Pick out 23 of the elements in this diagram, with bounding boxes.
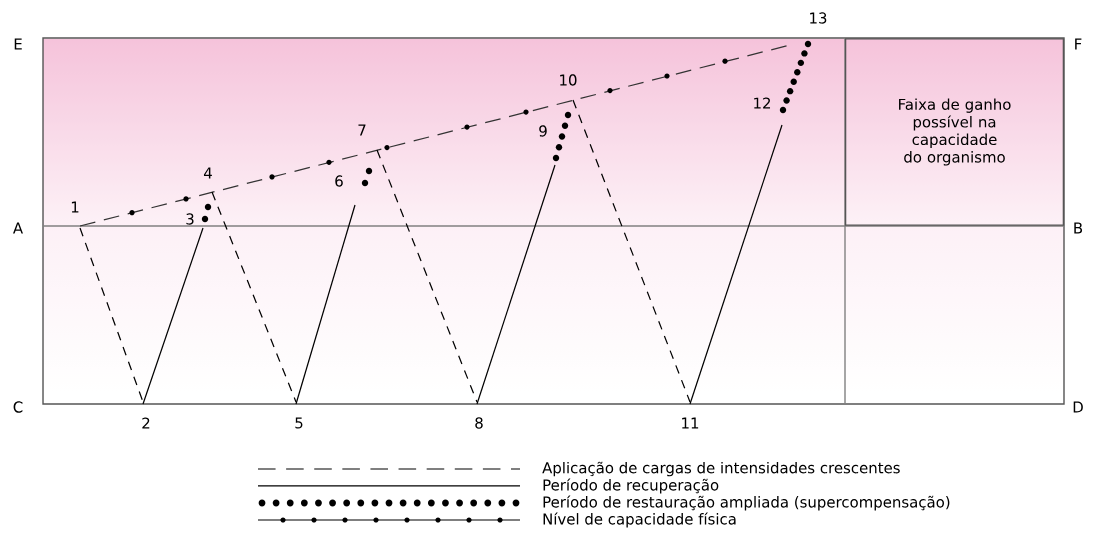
point-number: 11 [682,417,699,429]
point-number: 6 [335,175,343,187]
legend-text: Período de recuperação [543,478,719,494]
corner-letter: D [1073,401,1083,413]
corner-letter: C [13,401,23,413]
legend-text: Aplicação de cargas de intensidades crescentes [542,461,900,477]
corner-letter: B [1074,222,1083,234]
point-number: 5 [295,417,303,429]
legend-text: Período de restauração ampliada (supercompensação) [543,495,950,511]
point-number: 2 [142,417,150,429]
point-number: 7 [358,124,366,136]
point-number: 4 [203,167,212,179]
point-number: 10 [560,74,577,86]
corner-letter: E [14,38,22,50]
point-number: 8 [475,417,483,429]
point-number: 12 [754,97,770,109]
point-number: 3 [186,213,194,225]
point-number: 13 [810,12,827,24]
point-number: 9 [539,125,547,137]
corner-letter: A [13,222,23,234]
legend-text: Nível de capacidade física [543,512,736,528]
gain-band: Faixa de ganho possível na capacidade do organismo [844,38,1065,226]
point-number: 1 [71,201,79,213]
